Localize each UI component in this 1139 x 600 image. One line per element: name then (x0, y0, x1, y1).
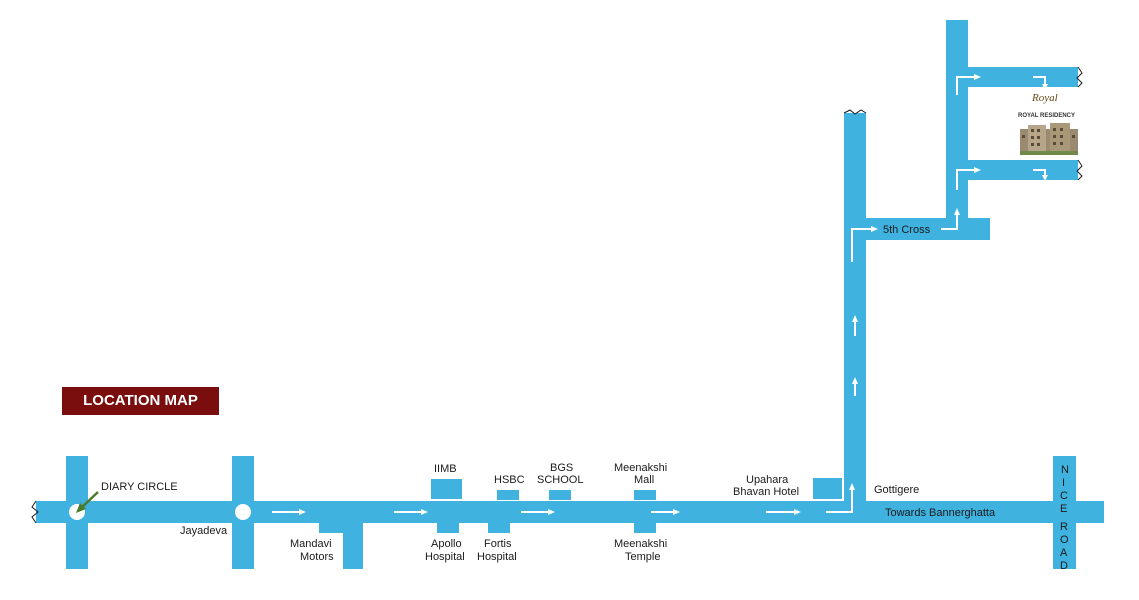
upahara-block (813, 478, 842, 499)
jayadeva-label: Jayadeva (180, 525, 228, 537)
apollo-label-1: Apollo (431, 538, 462, 550)
road-break-left (31, 500, 39, 524)
location-map-title: LOCATION MAP (62, 387, 219, 415)
nice-road-letter: A (1060, 547, 1068, 559)
building-icon (1020, 123, 1078, 155)
fortis-label-1: Fortis (484, 538, 512, 550)
nice-road (1053, 456, 1076, 569)
nice-road-label: N I C E R O A D (1060, 464, 1069, 572)
bgs-block (549, 490, 571, 500)
mandavi-road (343, 512, 363, 569)
road-break-branch-top (1076, 66, 1083, 88)
nice-road-letter: D (1060, 560, 1068, 572)
meenakshi-mall-label-1: Meenakshi (614, 462, 667, 474)
apollo-label-2: Hospital (425, 551, 465, 563)
meenakshi-mall-label-2: Mall (634, 474, 654, 486)
nice-road-letter: E (1060, 503, 1067, 515)
mandavi-label-2: Motors (300, 551, 334, 563)
nice-road-letter: N (1061, 464, 1069, 476)
hsbc-block (497, 490, 519, 500)
logo-wordmark: Royal (1032, 92, 1058, 104)
meenakshi-temple-label-1: Meenakshi (614, 538, 667, 550)
meenakshi-temple-label-2: Temple (625, 551, 660, 563)
mandavi-label-1: Mandavi (290, 538, 332, 550)
direction-arrows (272, 74, 1048, 515)
apollo-block (437, 523, 459, 533)
bgs-label-1: BGS (550, 462, 573, 474)
royal-residency-logo: Royal ROYAL RESIDENCY (1018, 92, 1080, 158)
nice-road-letter: I (1062, 477, 1065, 489)
fifth-cross-label: 5th Cross (883, 224, 931, 236)
road-break-branch-bottom (1076, 159, 1083, 181)
fortis-label-2: Hospital (477, 551, 517, 563)
upahara-label-1: Upahara (746, 474, 789, 486)
upahara-label-2: Bhavan Hotel (733, 486, 799, 498)
iimb-block (431, 479, 462, 499)
road-break-top (843, 109, 867, 115)
jayadeva-circle-marker (235, 504, 251, 520)
residency-road-vertical (946, 20, 968, 240)
diary-pointer-head (76, 503, 86, 513)
logo-name: ROYAL RESIDENCY (1018, 113, 1076, 119)
nice-road-letter: O (1060, 534, 1069, 546)
towards-label: Towards Bannerghatta (885, 507, 996, 519)
meenakshi-temple-block (634, 523, 656, 533)
iimb-label: IIMB (434, 463, 457, 475)
meenakshi-mall-block (634, 490, 656, 500)
diary-circle-label: DIARY CIRCLE (101, 481, 178, 493)
nice-road-letter: R (1060, 521, 1068, 533)
gottigere-label: Gottigere (874, 484, 919, 496)
mandavi-block (319, 523, 343, 533)
hsbc-label: HSBC (494, 474, 525, 486)
fortis-block (488, 523, 510, 533)
nice-road-letter: C (1060, 490, 1068, 502)
bgs-label-2: SCHOOL (537, 474, 583, 486)
main-road (36, 501, 1104, 523)
